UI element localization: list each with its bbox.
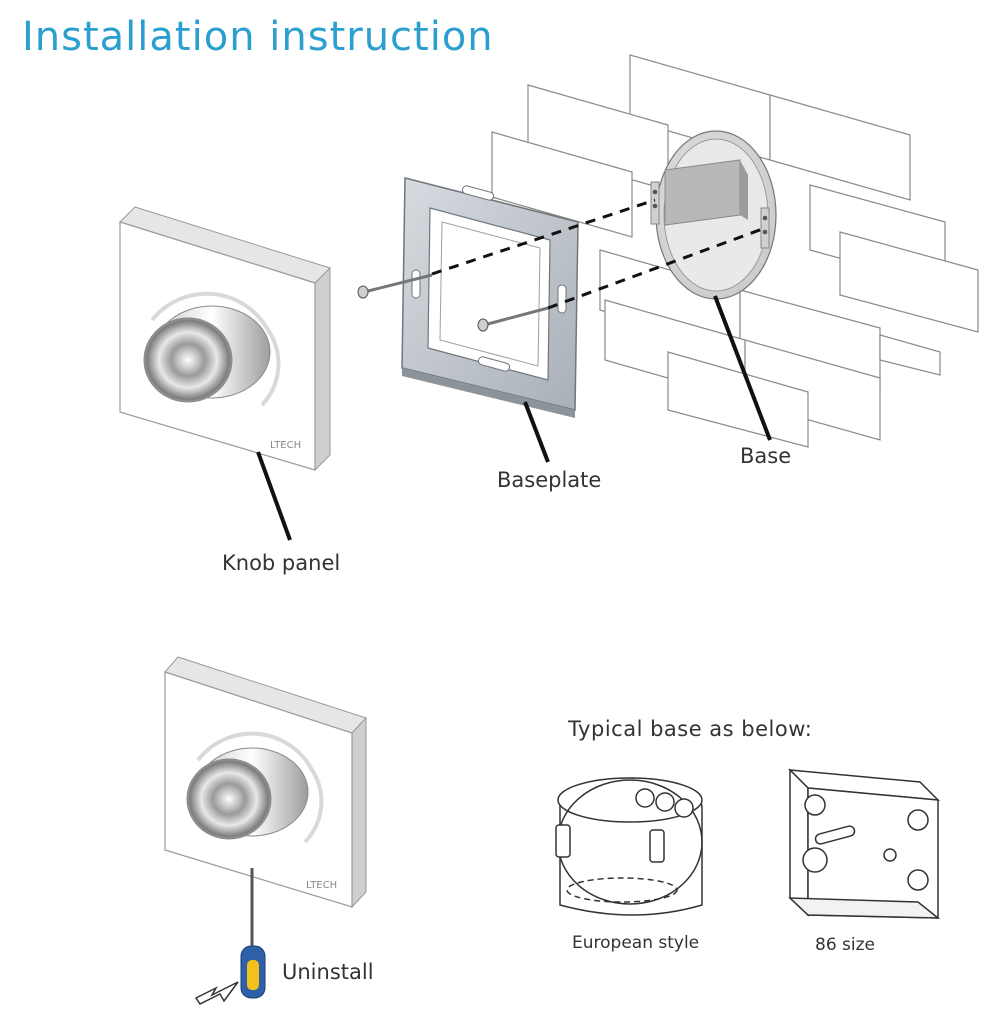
knob-panel-uninstall: LTECH bbox=[164, 656, 367, 909]
label-86-size: 86 size bbox=[815, 935, 875, 955]
panel-brand: LTECH bbox=[270, 440, 301, 451]
screwdriver-icon bbox=[240, 868, 266, 999]
size-86-base-drawing bbox=[788, 768, 941, 919]
baseplate bbox=[401, 177, 579, 418]
page-title: Installation instruction bbox=[22, 14, 494, 60]
european-base-drawing bbox=[555, 777, 703, 916]
screws bbox=[357, 273, 549, 332]
alignment-lines bbox=[431, 198, 766, 310]
label-baseplate: Baseplate bbox=[497, 468, 602, 492]
knob-panel: LTECH bbox=[119, 206, 331, 472]
brick-wall bbox=[491, 54, 979, 448]
label-base: Base bbox=[740, 444, 792, 468]
arrow-icon bbox=[194, 981, 239, 1005]
label-knob-panel: Knob panel bbox=[222, 551, 341, 575]
knob-icon bbox=[143, 305, 271, 403]
label-european-style: European style bbox=[572, 933, 700, 953]
label-uninstall: Uninstall bbox=[282, 960, 374, 984]
knob-icon bbox=[186, 747, 309, 840]
pointer-lines bbox=[256, 295, 772, 541]
label-typical-base: Typical base as below: bbox=[568, 717, 813, 741]
panel-brand: LTECH bbox=[306, 880, 337, 891]
